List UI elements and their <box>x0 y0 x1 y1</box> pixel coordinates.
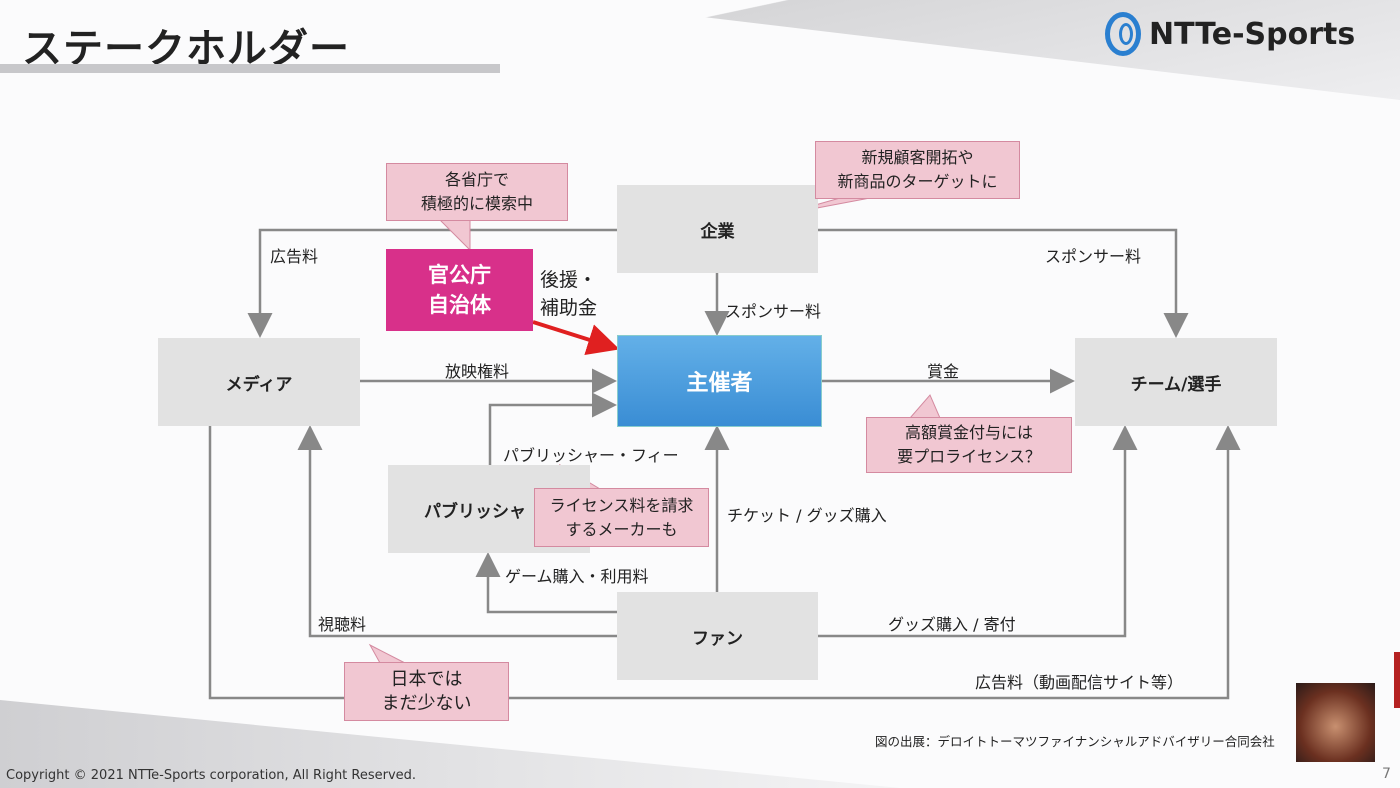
arrow-fan-publisher <box>475 552 617 614</box>
node-label: ファン <box>692 628 743 649</box>
callout-text: 新規顧客開拓や <box>861 148 974 167</box>
node-label: 主催者 <box>686 371 753 396</box>
flow-label: 補助金 <box>540 297 598 319</box>
node-company: 企業 <box>617 185 818 273</box>
arrow-fan-media <box>297 425 617 638</box>
flow-label: 後援・ <box>540 269 598 291</box>
node-label: 企業 <box>700 221 735 242</box>
callout-text: まだ少ない <box>381 692 472 714</box>
callout-japan: 日本ではまだ少ない <box>344 662 509 721</box>
arrow-publisher-organizer <box>488 392 617 465</box>
support-label: 後援・補助金 <box>540 266 597 322</box>
callout-text: 各省庁で <box>444 170 509 189</box>
flow-label: 賞金 <box>927 362 960 381</box>
callout-ministry: 各省庁で積極的に模索中 <box>386 163 568 221</box>
side-tab <box>1394 652 1400 708</box>
callout-text: ライセンス料を請求 <box>549 495 694 515</box>
title-underline <box>0 64 500 73</box>
node-label: 自治体 <box>428 293 491 317</box>
source-note: 図の出展：デロイトトーマツファイナンシャルアドバイザリー合同会社 <box>875 734 1275 749</box>
node-government: 官公庁自治体 <box>386 249 533 331</box>
arrow-fan-team <box>818 425 1138 638</box>
node-fan: ファン <box>617 592 818 680</box>
page-number: 7 <box>1382 766 1391 782</box>
flow-label: パブリッシャー・フィー <box>503 446 679 465</box>
callout-text: 新商品のターゲットに <box>837 172 998 191</box>
flow-label: スポンサー料 <box>725 302 822 321</box>
ntt-logo-icon <box>1105 12 1141 56</box>
callout-pointer <box>908 394 941 419</box>
callout-text: するメーカーも <box>565 519 678 539</box>
callout-text: 日本では <box>390 668 463 690</box>
flow-label: 広告料（動画配信サイト等） <box>975 673 1184 692</box>
flow-label: 広告料 <box>270 247 319 266</box>
flow-label: 視聴料 <box>318 615 367 634</box>
presenter-avatar <box>1296 683 1375 762</box>
callout-pointer <box>368 643 406 664</box>
callout-license: ライセンス料を請求するメーカーも <box>534 488 709 547</box>
node-label: 官公庁 <box>428 263 491 287</box>
node-media: メディア <box>158 338 360 426</box>
arrow-media-team-ads <box>208 425 1241 700</box>
node-label: メディア <box>225 374 293 395</box>
logo: NTTe-Sports <box>1105 12 1355 56</box>
arrow-company-team <box>818 228 1189 338</box>
callout-pointer <box>438 219 471 252</box>
node-label: パブリッシャ <box>424 501 526 522</box>
copyright: Copyright © 2021 NTTe-Sports corporation… <box>6 768 417 783</box>
node-label: チーム/選手 <box>1130 374 1222 395</box>
arrow-company-media <box>247 228 617 338</box>
flow-label: ゲーム購入・利用料 <box>505 567 649 586</box>
flow-label: チケット / グッズ購入 <box>727 506 887 525</box>
node-team: チーム/選手 <box>1075 338 1277 426</box>
flow-label: 放映権料 <box>445 362 510 381</box>
callout-text: 要プロライセンス？ <box>897 447 1041 466</box>
flow-label: スポンサー料 <box>1045 247 1142 266</box>
callout-prize: 高額賞金付与には要プロライセンス？ <box>866 417 1072 473</box>
arrow-gov-organizer <box>532 320 620 356</box>
callout-text: 高額賞金付与には <box>904 423 1033 442</box>
callout-company: 新規顧客開拓や新商品のターゲットに <box>815 141 1020 199</box>
node-organizer: 主催者 <box>617 335 822 427</box>
callout-text: 積極的に模索中 <box>420 194 533 213</box>
logo-text: NTTe-Sports <box>1149 16 1356 52</box>
flow-label: グッズ購入 / 寄付 <box>888 615 1016 634</box>
